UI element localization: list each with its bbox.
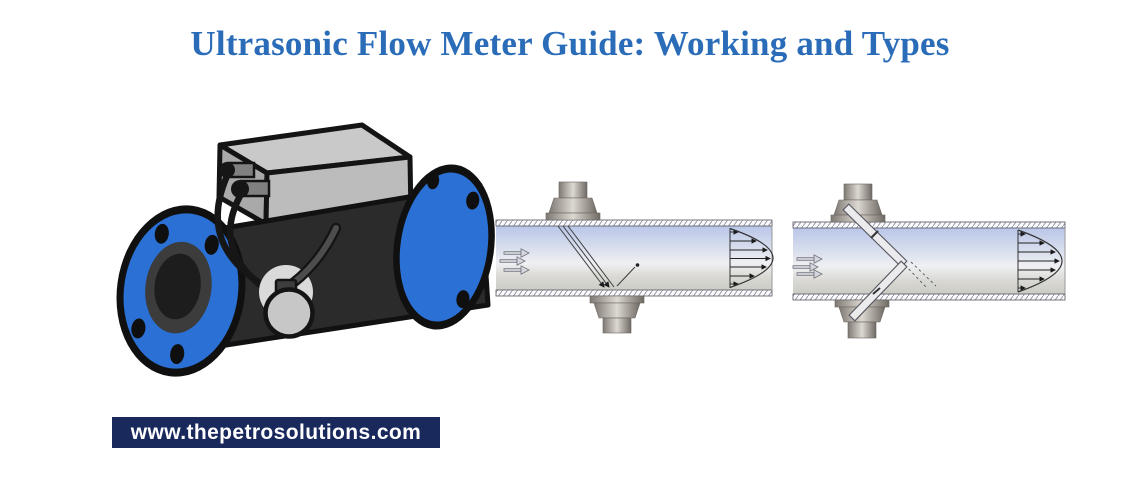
page-title: Ultrasonic Flow Meter Guide: Working and…: [190, 24, 950, 63]
insertion-probe-diagram: [788, 163, 1078, 343]
clamp-on-transducer: [263, 287, 315, 339]
cable-glands: [219, 161, 271, 198]
transit-time-diagram: [492, 172, 782, 337]
flow-meter-svg: [116, 122, 495, 377]
ultrasonic-beam: [557, 225, 615, 288]
pipe-wall-bottom: [792, 293, 1066, 301]
bolt-holes: [131, 223, 219, 365]
velocity-profile: [729, 227, 774, 289]
right-flange: [393, 164, 495, 330]
website-url: www.thepetrosolutions.com: [130, 420, 422, 444]
flow-meter-illustration: [100, 112, 500, 402]
top-transducer: [545, 181, 601, 221]
flow-direction-arrows: [792, 254, 823, 279]
reflected-path-arrow: [616, 263, 640, 287]
pipe-wall-top: [495, 219, 773, 227]
flow-direction-arrows: [499, 248, 530, 275]
scattered-beam-dashes: [904, 261, 937, 288]
left-flange: [116, 205, 246, 377]
pipe-wall-bottom: [495, 289, 773, 297]
angled-insertion-probes: [842, 203, 908, 322]
bottom-transducer: [589, 295, 645, 334]
transit-time-svg: [495, 181, 774, 334]
velocity-profile: [1017, 229, 1063, 293]
pipe-interior: [496, 226, 772, 290]
website-badge: www.thepetrosolutions.com: [112, 417, 440, 448]
insertion-probe-svg: [792, 183, 1066, 339]
pipe-wall-top: [792, 221, 1066, 229]
bolt-holes: [427, 172, 480, 309]
